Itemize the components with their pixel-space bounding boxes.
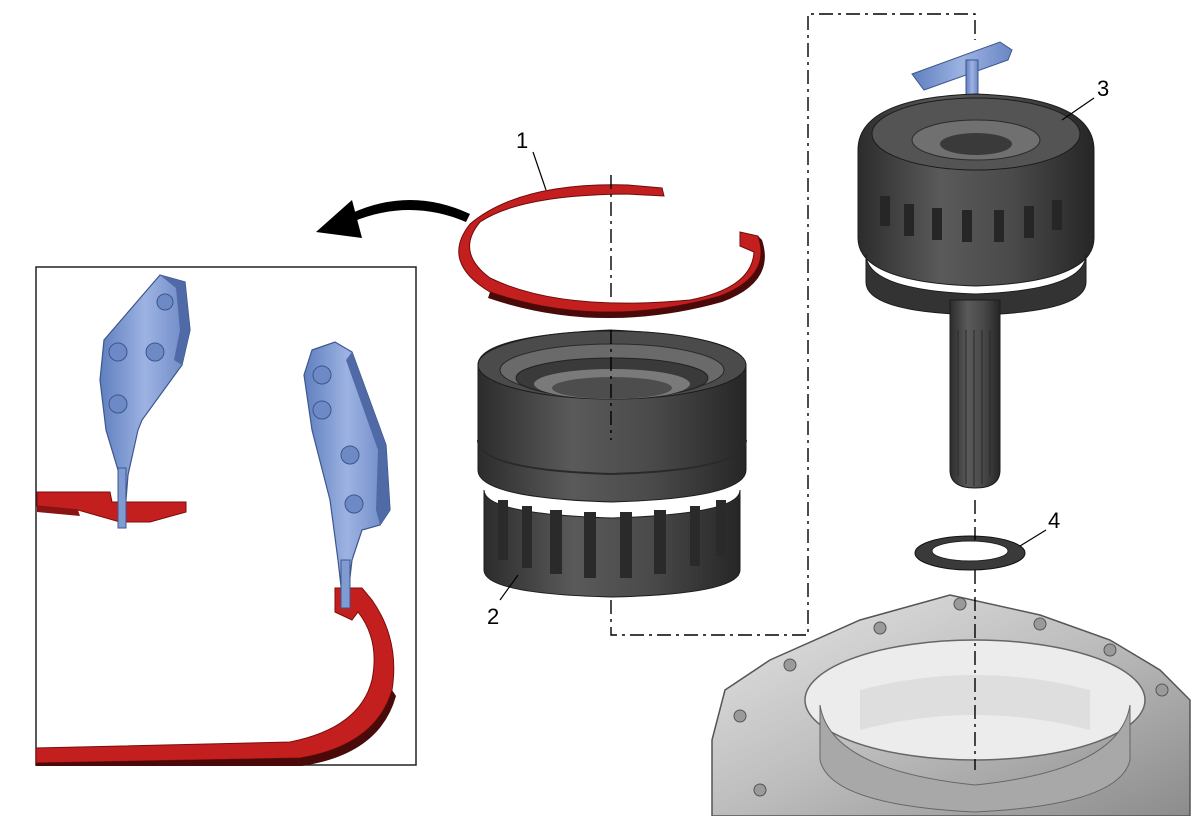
callout-1: 1 [516,128,547,191]
alignment-lines [610,13,976,770]
callout-4: 4 [1019,508,1060,547]
thrust-washer-part-4 [914,535,1026,571]
pliers-left [99,274,191,529]
callout-label-1: 1 [516,128,528,153]
callout-label-2: 2 [487,604,499,629]
snap-ring-part-1 [458,184,765,319]
callout-label-4: 4 [1048,508,1060,533]
clutch-housing-part-2 [477,329,747,598]
callout-3: 3 [1061,76,1109,121]
snap-ring-detail [35,491,396,766]
curved-arrow-icon [316,200,470,238]
clutch-assembly-part-3 [857,41,1095,489]
pliers-right [303,341,391,609]
callout-2: 2 [487,574,519,629]
callout-label-3: 3 [1097,76,1109,101]
detail-inset [35,266,417,766]
transmission-casing [711,594,1191,816]
